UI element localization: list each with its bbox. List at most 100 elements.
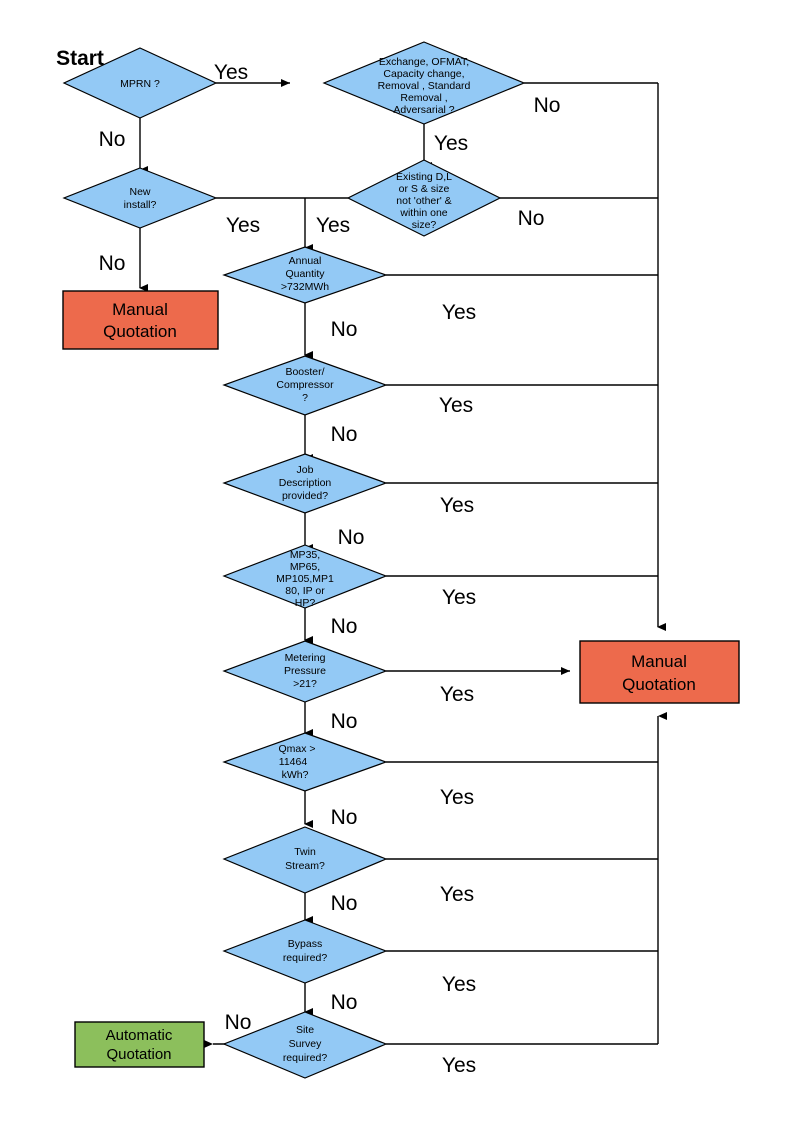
twin-diamond[interactable] [222, 826, 388, 894]
booster-label-1: Booster/ [285, 366, 324, 378]
node-newinstall[interactable]: New install? [62, 167, 218, 229]
twin-label-2: Stream? [285, 860, 325, 872]
annual-label-1: Annual [289, 255, 322, 267]
automatic-box[interactable] [74, 1021, 205, 1068]
exchange-label-4: Removal , [400, 92, 447, 104]
mprn-label: MPRN ? [120, 78, 160, 90]
annual-label-2: Quantity [285, 268, 325, 280]
label-metering-no: No [331, 710, 358, 733]
node-sitesurvey[interactable]: Site Survey required? [222, 1011, 388, 1079]
existing-label-1: Existing D,L [396, 171, 452, 183]
sitesurvey-label-3: required? [283, 1052, 328, 1064]
booster-diamond[interactable] [222, 355, 388, 416]
node-jobdesc[interactable]: Job Description provided? [222, 453, 388, 514]
exchange-label-2: Capacity change, [383, 68, 464, 80]
label-booster-yes: Yes [439, 394, 473, 417]
metering-diamond[interactable] [222, 640, 388, 703]
label-mpcodes-no: No [331, 615, 358, 638]
label-booster-no: No [331, 423, 358, 446]
mpcodes-label-2: MP65, [290, 561, 320, 573]
node-manual-quotation-right[interactable]: Manual Quotation [579, 640, 740, 704]
node-mprn[interactable]: MPRN ? [62, 47, 218, 119]
connector-layer [139, 79, 667, 1048]
existing-label-5: size? [412, 219, 437, 231]
manual-left-label-1: Manual [112, 300, 168, 319]
annual-label-3: >732MWh [281, 281, 329, 293]
edge-label-layer: Yes No No Yes Yes No Yes No Yes No Yes N… [99, 61, 561, 1077]
bypass-diamond[interactable] [222, 919, 388, 984]
label-sitesurvey-no: No [225, 1011, 252, 1034]
label-mprn-no: No [99, 128, 126, 151]
mpcodes-diamond[interactable] [222, 544, 388, 609]
node-annual[interactable]: Annual Quantity >732MWh [222, 246, 388, 304]
manual-right-box[interactable] [579, 640, 740, 704]
node-exchange[interactable]: Exchange, OFMAT, Capacity change, Remova… [322, 41, 526, 125]
manual-right-label-1: Manual [631, 652, 687, 671]
node-qmax[interactable]: Qmax > 11464 kWh? [222, 732, 388, 792]
label-annual-yes: Yes [442, 301, 476, 324]
node-existing[interactable]: Existing D,L or S & size not 'other' & w… [346, 159, 502, 237]
shape-layer: Start MPRN ? Exchange, OFMAT, Capacity c… [56, 41, 740, 1079]
exchange-diamond[interactable] [322, 41, 526, 125]
jobdesc-diamond[interactable] [222, 453, 388, 514]
label-mpcodes-yes: Yes [442, 586, 476, 609]
qmax-label-3: kWh? [282, 769, 309, 781]
qmax-diamond[interactable] [222, 732, 388, 792]
label-annual-no: No [331, 318, 358, 341]
exchange-label-1: Exchange, OFMAT, [379, 56, 469, 68]
newinstall-diamond[interactable] [62, 167, 218, 229]
jobdesc-label-2: Description [279, 477, 332, 489]
node-twin[interactable]: Twin Stream? [222, 826, 388, 894]
label-exchange-no: No [534, 94, 561, 117]
label-jobdesc-no: No [338, 526, 365, 549]
node-manual-quotation-left[interactable]: Manual Quotation [62, 290, 219, 350]
manual-left-label-2: Quotation [103, 322, 177, 341]
label-twin-no: No [331, 892, 358, 915]
existing-label-4: within one [399, 207, 447, 219]
exchange-label-3: Removal , Standard [378, 80, 471, 92]
sitesurvey-label-2: Survey [289, 1038, 322, 1050]
sitesurvey-diamond[interactable] [222, 1011, 388, 1079]
label-newinstall-yes: Yes [226, 214, 260, 237]
mpcodes-label-1: MP35, [290, 549, 320, 561]
mpcodes-label-5: HP? [295, 597, 316, 609]
label-jobdesc-yes: Yes [440, 494, 474, 517]
node-bypass[interactable]: Bypass required? [222, 919, 388, 984]
label-newinstall-no: No [99, 252, 126, 275]
label-bypass-yes: Yes [442, 973, 476, 996]
twin-label-1: Twin [294, 846, 316, 858]
node-automatic-quotation[interactable]: Automatic Quotation [74, 1021, 205, 1068]
existing-label-2: or S & size [399, 183, 450, 195]
mpcodes-label-4: 80, IP or [285, 585, 325, 597]
label-mprn-yes: Yes [214, 61, 248, 84]
metering-label-2: Pressure [284, 665, 326, 677]
existing-diamond[interactable] [346, 159, 502, 237]
automatic-label-2: Quotation [106, 1046, 171, 1063]
label-exchange-yes: Yes [434, 132, 468, 155]
automatic-label-1: Automatic [106, 1027, 173, 1044]
newinstall-label-1: New [129, 186, 150, 198]
label-bypass-no: No [331, 991, 358, 1014]
node-metering[interactable]: Metering Pressure >21? [222, 640, 388, 703]
start-label: Start [56, 47, 104, 70]
label-qmax-no: No [331, 806, 358, 829]
node-mpcodes[interactable]: MP35, MP65, MP105,MP1 80, IP or HP? [222, 544, 388, 609]
mprn-diamond[interactable] [62, 47, 218, 119]
qmax-label-2: 11464 [279, 756, 308, 768]
jobdesc-label-3: provided? [282, 490, 328, 502]
node-booster[interactable]: Booster/ Compressor ? [222, 355, 388, 416]
bypass-label-1: Bypass [288, 938, 322, 950]
manual-left-box[interactable] [62, 290, 219, 350]
exchange-label-5: Adversarial ? [393, 104, 454, 116]
annual-diamond[interactable] [222, 246, 388, 304]
label-existing-yes: Yes [316, 214, 350, 237]
qmax-label-1: Qmax > [278, 743, 315, 755]
label-metering-yes: Yes [440, 683, 474, 706]
metering-label-1: Metering [285, 652, 326, 664]
label-twin-yes: Yes [440, 883, 474, 906]
label-sitesurvey-yes: Yes [442, 1054, 476, 1077]
metering-label-3: >21? [293, 678, 317, 690]
manual-right-label-2: Quotation [622, 675, 696, 694]
label-existing-no: No [518, 207, 545, 230]
